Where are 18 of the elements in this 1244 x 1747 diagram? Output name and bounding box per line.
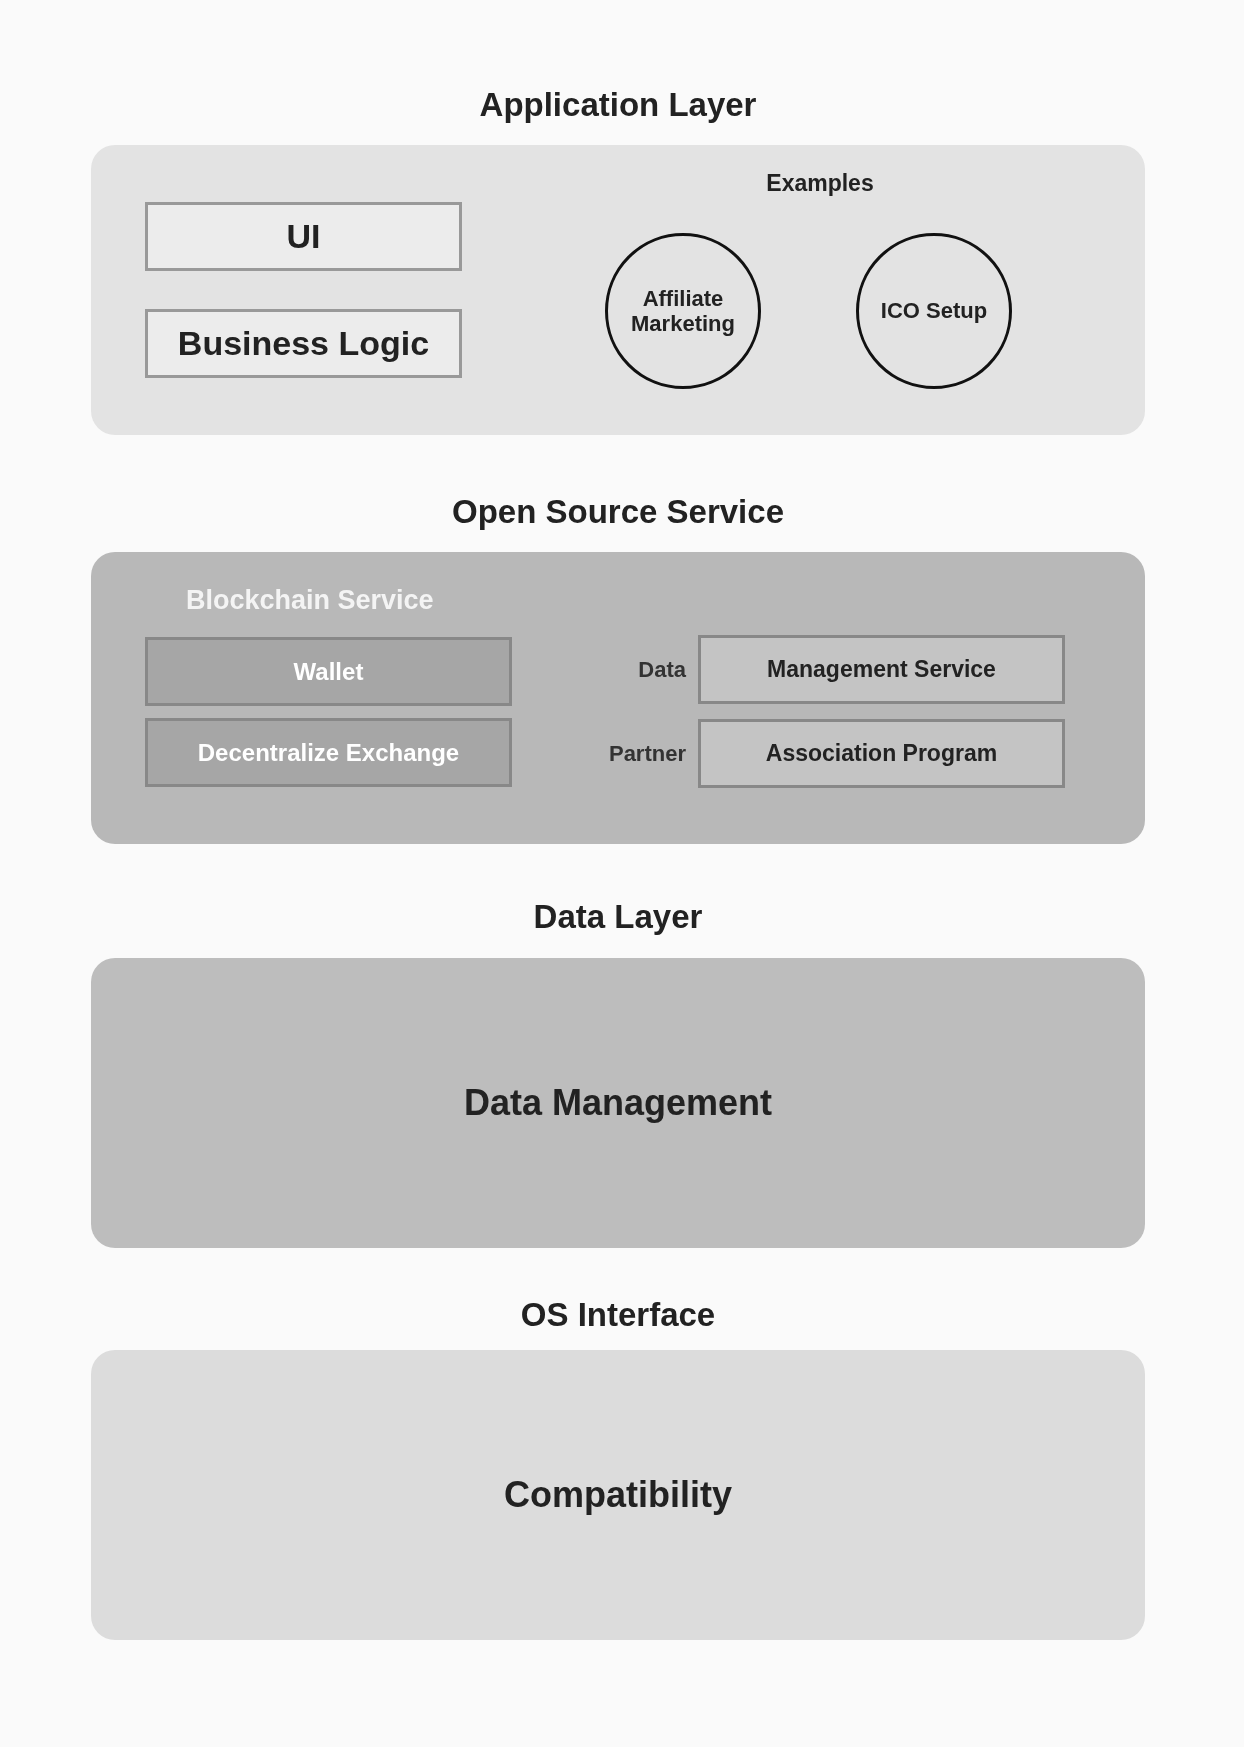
component-box: Management Service	[698, 635, 1065, 704]
layer-title: Data Layer	[532, 897, 704, 937]
example-circle: ICO Setup	[856, 233, 1012, 389]
group-caption: Examples	[766, 170, 874, 197]
component-box: Association Program	[698, 719, 1065, 788]
layer-title: Open Source Service	[451, 492, 785, 532]
group-title: Blockchain Service	[186, 585, 434, 616]
example-circle: Affiliate Marketing	[605, 233, 761, 389]
side-label: Partner	[607, 740, 686, 768]
side-label: Data	[637, 656, 686, 684]
component-box: UI	[145, 202, 462, 271]
panel-text: Compatibility	[504, 1472, 732, 1517]
component-box: Business Logic	[145, 309, 462, 378]
layer-title: OS Interface	[519, 1295, 717, 1335]
service-box: Decentralize Exchange	[145, 718, 512, 787]
panel-text: Data Management	[463, 1080, 773, 1125]
service-box: Wallet	[145, 637, 512, 706]
layer-title: Application Layer	[478, 85, 758, 125]
